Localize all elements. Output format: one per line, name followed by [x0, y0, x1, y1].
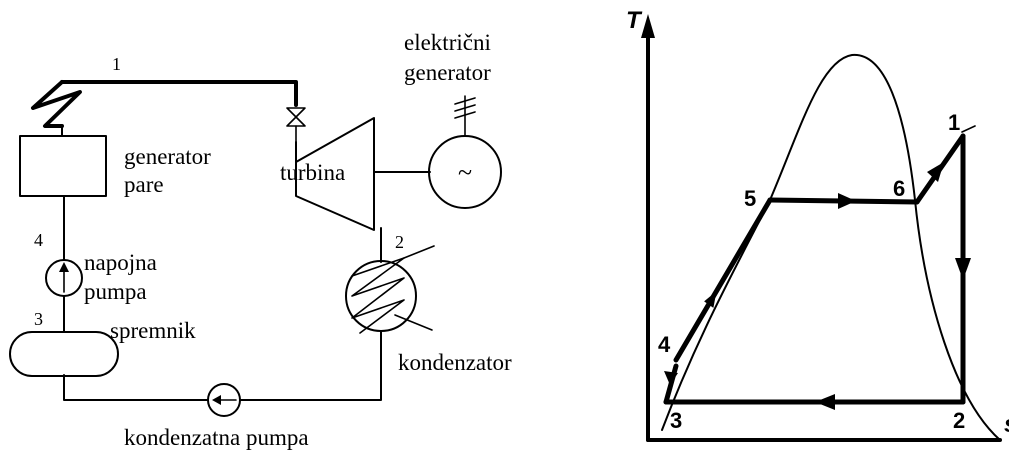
turbine-body: [295, 117, 375, 231]
ts-point-2-label: 2: [953, 408, 965, 433]
arrow-4-5: [704, 291, 717, 308]
ts-point-1-tick: [961, 125, 976, 133]
feed-pump-label-line1: napojna: [84, 250, 157, 275]
ts-diagram: T s 1 2 3 4 5 6: [626, 7, 1009, 442]
steam-generator-label-line1: generator: [124, 144, 211, 169]
arrow-1-2: [955, 258, 971, 280]
state-3-label: 3: [34, 309, 43, 329]
condensate-pump: [207, 383, 241, 417]
turbine-label: turbina: [280, 160, 345, 185]
boiler-coil: [31, 80, 82, 128]
electric-generator-label-line2: generator: [404, 60, 491, 85]
arrow-2-3: [815, 394, 835, 410]
cycle-4-5: [673, 197, 773, 363]
cycle-3-4: [663, 363, 679, 405]
state-2-label: 2: [395, 232, 404, 252]
turbine-inlet-valve: [286, 107, 306, 143]
arrow-6-1: [927, 162, 944, 182]
feed-pump: [45, 259, 83, 297]
state-4-label: 4: [34, 230, 43, 250]
ts-point-3-label: 3: [670, 408, 682, 433]
condensate-pump-label: kondenzatna pumpa: [124, 425, 309, 450]
condenser: [345, 245, 435, 334]
ts-point-5-label: 5: [744, 186, 756, 211]
steam-generator-label-line2: pare: [124, 172, 164, 197]
ts-point-4-label: 4: [658, 332, 671, 357]
ts-point-1-label: 1: [948, 110, 960, 135]
plant-schematic: 1 turbina ~ električni generator 2: [9, 30, 512, 450]
arrow-3-4: [664, 371, 678, 385]
steam-generator: [19, 135, 107, 197]
condenser-label: kondenzator: [398, 350, 512, 375]
t-axis-label: T: [626, 7, 643, 34]
main-steam-line: [60, 80, 298, 107]
electric-generator-label-line1: električni: [404, 30, 491, 55]
tank-label: spremnik: [110, 318, 196, 343]
electric-generator: ~: [428, 95, 502, 209]
s-axis-label: s: [1004, 411, 1009, 438]
state-1-label: 1: [112, 54, 121, 74]
arrow-5-6: [838, 193, 856, 209]
feedwater-tank: [9, 331, 119, 377]
saturation-dome: [661, 53, 1001, 441]
feed-pump-label-line2: pumpa: [84, 279, 147, 304]
ac-symbol: ~: [458, 158, 472, 187]
ts-point-6-label: 6: [893, 176, 905, 201]
t-axis-arrow: [641, 14, 655, 38]
